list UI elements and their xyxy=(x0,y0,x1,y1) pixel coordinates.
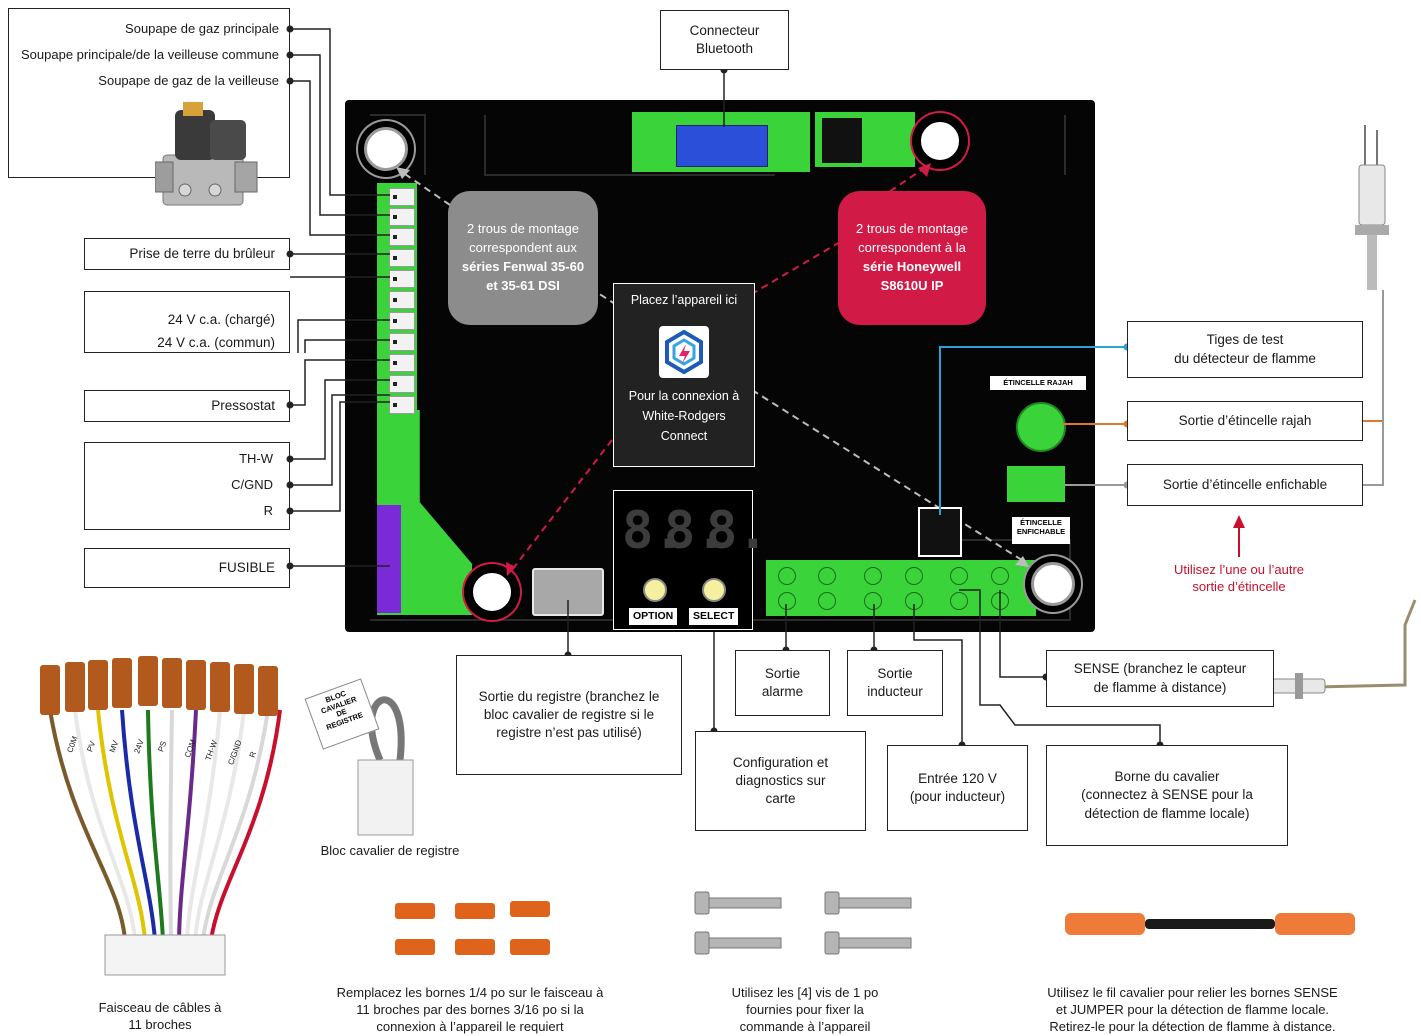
sense-box: SENSE (branchez le capteur de flamme à d… xyxy=(1046,650,1274,707)
wire-harness-image xyxy=(30,650,290,980)
plug-output-label: Sortie d’étincelle enfichable xyxy=(1163,476,1327,494)
jumper-terminal-box: Borne du cavalier (connectez à SENSE pou… xyxy=(1046,745,1288,846)
input-line-1: Entrée 120 V xyxy=(918,770,997,788)
jumper-line-2: (connectez à SENSE pour la xyxy=(1081,786,1253,804)
damper-output-box: Sortie du registre (branchez le bloc cav… xyxy=(456,655,682,775)
harness-line-2: 11 broches xyxy=(70,1017,250,1034)
bluetooth-line-1: Connecteur xyxy=(690,22,760,40)
jumper-wire-line-1: Utilisez le fil cavalier pour relier les… xyxy=(1020,985,1365,1002)
screws-line-3: commande à l’appareil xyxy=(700,1019,910,1036)
config-line-3: carte xyxy=(765,790,795,808)
jumper-wire-line-2: et JUMPER pour la détection de flamme lo… xyxy=(1020,1002,1365,1019)
screws-caption: Utilisez les [4] vis de 1 po fournies po… xyxy=(700,985,910,1036)
use-either-note: Utilisez l’une ou l’autre sortie d’étinc… xyxy=(1139,562,1339,596)
rajah-output-box: Sortie d’étincelle rajah xyxy=(1127,401,1363,441)
jumper-wire-image xyxy=(1060,895,1360,955)
mounting-screws-image xyxy=(690,888,920,958)
rajah-output-label: Sortie d’étincelle rajah xyxy=(1179,412,1312,430)
input-120v-box: Entrée 120 V (pour inducteur) xyxy=(887,745,1028,831)
bluetooth-box: Connecteur Bluetooth xyxy=(660,10,789,70)
jumper-line-1: Borne du cavalier xyxy=(1114,768,1219,786)
harness-caption: Faisceau de câbles à 11 broches xyxy=(70,1000,250,1034)
inducer-line-1: Sortie xyxy=(877,665,912,683)
flame-test-line-1: Tiges de test xyxy=(1207,331,1284,349)
damper-line-2: bloc cavalier de registre si le xyxy=(484,706,654,724)
terminals-line-3: connexion à l’appareil le requiert xyxy=(315,1019,625,1036)
harness-line-1: Faisceau de câbles à xyxy=(70,1000,250,1017)
config-line-2: diagnostics sur xyxy=(735,772,825,790)
use-either-line-1: Utilisez l’une ou l’autre xyxy=(1139,562,1339,579)
inducer-line-2: inducteur xyxy=(867,683,923,701)
jumper-wire-line-3: Retirez-le pour la détection de flamme à… xyxy=(1020,1019,1365,1036)
alarm-line-2: alarme xyxy=(762,683,803,701)
damper-line-1: Sortie du registre (branchez le xyxy=(479,688,660,706)
sense-line-2: de flamme à distance) xyxy=(1094,679,1227,697)
terminals-caption: Remplacez les bornes 1/4 po sur le faisc… xyxy=(315,985,625,1036)
jumper-block-caption: Bloc cavalier de registre xyxy=(305,843,475,860)
replacement-terminals-image xyxy=(390,895,560,965)
damper-line-3: registre n’est pas utilisé) xyxy=(496,724,642,742)
plug-output-box: Sortie d’étincelle enfichable xyxy=(1127,464,1363,506)
inducer-output-box: Sortie inducteur xyxy=(847,650,943,716)
terminals-line-2: 11 broches par des bornes 3/16 po si la xyxy=(315,1002,625,1019)
config-diagnostics-box: Configuration et diagnostics sur carte xyxy=(695,731,866,831)
bluetooth-line-2: Bluetooth xyxy=(696,40,753,58)
jumper-line-3: détection de flamme locale) xyxy=(1084,805,1249,823)
config-line-1: Configuration et xyxy=(733,754,828,772)
terminals-line-1: Remplacez les bornes 1/4 po sur le faisc… xyxy=(315,985,625,1002)
flame-test-box: Tiges de test du détecteur de flamme xyxy=(1127,321,1363,378)
flame-test-line-2: du détecteur de flamme xyxy=(1174,350,1316,368)
sense-line-1: SENSE (branchez le capteur xyxy=(1074,660,1247,678)
remote-flame-sensor-image xyxy=(1265,595,1421,705)
input-line-2: (pour inducteur) xyxy=(910,788,1005,806)
screws-line-1: Utilisez les [4] vis de 1 po xyxy=(700,985,910,1002)
alarm-line-1: Sortie xyxy=(765,665,800,683)
screws-line-2: fournies pour fixer la xyxy=(700,1002,910,1019)
alarm-output-box: Sortie alarme xyxy=(735,650,830,716)
use-either-line-2: sortie d’étincelle xyxy=(1139,579,1339,596)
jumper-wire-caption: Utilisez le fil cavalier pour relier les… xyxy=(1020,985,1365,1036)
flame-rod-image xyxy=(1345,125,1400,300)
